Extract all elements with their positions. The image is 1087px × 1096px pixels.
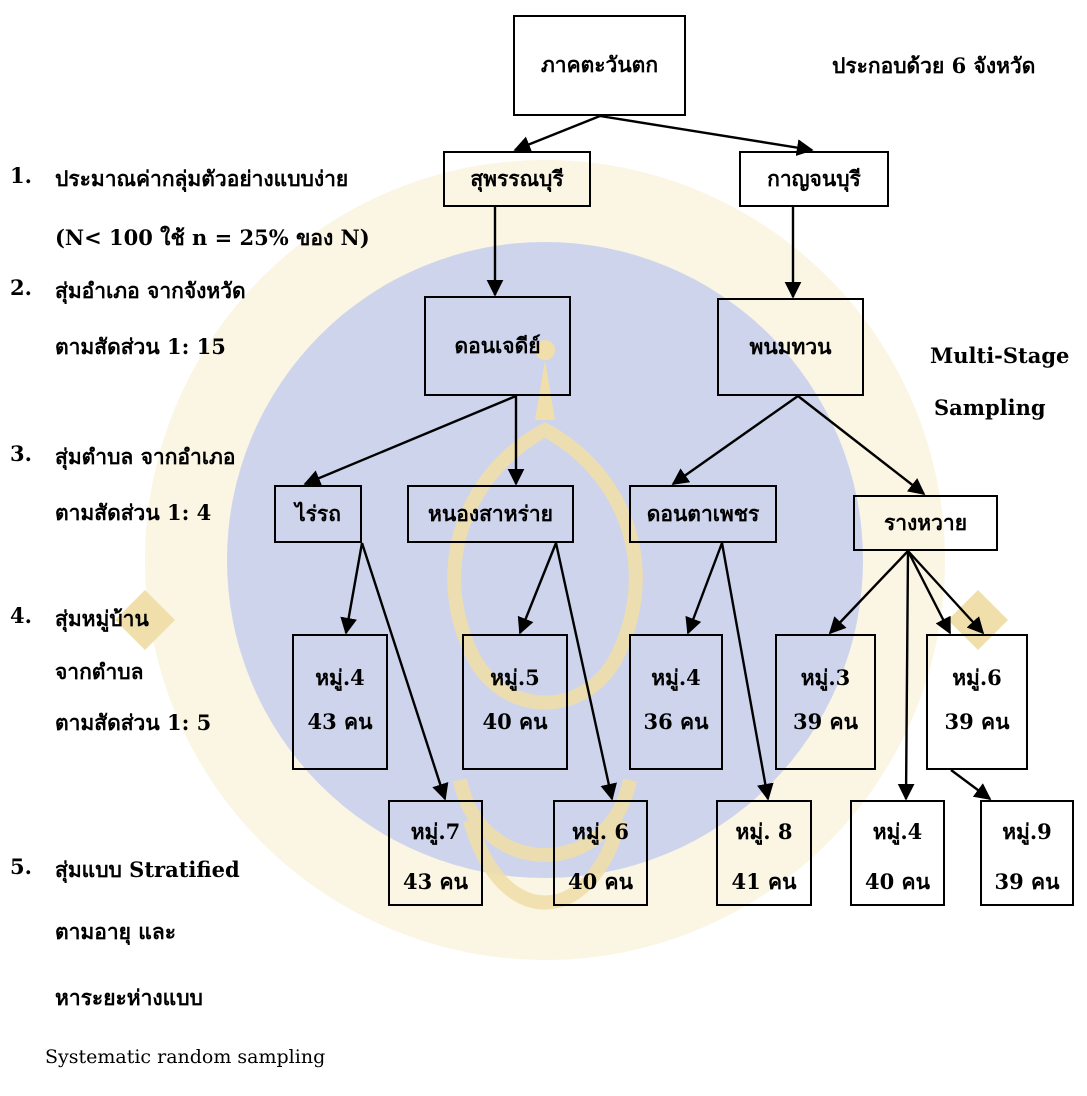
village-count: 41 คน xyxy=(731,869,797,895)
village-node-rang-wai-moo6: หมู่.6 39 คน xyxy=(926,634,1028,770)
village-name: หมู่.6 xyxy=(952,665,1002,690)
edge-don-ta-phet-to-moo8 xyxy=(720,542,774,801)
step-3-line-2: ตามสัดส่วน 1: 4 xyxy=(55,500,212,525)
village-node-rai-rot-moo7: หมู่.7 43 คน xyxy=(388,800,483,906)
province-count-note: ประกอบด้วย 6 จังหวัด xyxy=(832,53,1036,78)
village-count: 40 คน xyxy=(482,709,548,735)
province-node-suphanburi: สุพรรณบุรี xyxy=(443,151,591,207)
district-node-phanom-thuan: พนมทวน xyxy=(717,298,864,396)
village-count: 39 คน xyxy=(994,869,1060,895)
step-4-line-1: สุ่มหมู่บ้าน xyxy=(55,606,149,631)
edge-nong-sarai-to-moo5 xyxy=(517,542,558,635)
village-count: 43 คน xyxy=(307,709,373,735)
edge-rang-wai-to-moo4 xyxy=(897,550,915,801)
village-name: หมู่. 8 xyxy=(735,819,793,844)
edge-nong-sarai-to-moo6 xyxy=(554,542,617,801)
village-count: 40 คน xyxy=(568,869,633,895)
edge-don-ta-phet-to-moo4 xyxy=(685,542,724,635)
step-2-line-1: สุ่มอำเภอ จากจังหวัด xyxy=(55,278,246,303)
village-node-don-ta-phet-moo8: หมู่. 8 41 คน xyxy=(716,800,812,906)
village-node-don-ta-phet-moo4: หมู่.4 36 คน xyxy=(629,634,723,770)
step-5-line-4: Systematic random sampling xyxy=(45,1046,326,1068)
village-name: หมู่.4 xyxy=(651,665,701,690)
edge-moo6-to-moo9 xyxy=(950,769,992,801)
district-node-don-chedi: ดอนเจดีย์ xyxy=(424,296,571,396)
step-number-4: 4. xyxy=(10,603,32,628)
step-number-2: 2. xyxy=(10,275,32,300)
subdistrict-node-rai-rot: ไร่รถ xyxy=(274,485,362,543)
village-node-rang-wai-moo4: หมู่.4 40 คน xyxy=(850,800,945,906)
step-2-line-2: ตามสัดส่วน 1: 15 xyxy=(55,334,226,359)
step-4-line-2: จากตำบล xyxy=(55,659,144,684)
province-node-kanchanaburi: กาญจนบุรี xyxy=(739,151,889,207)
edge-phanom-thuan-to-rang-wai xyxy=(797,395,926,496)
village-node-rang-wai-moo9: หมู่.9 39 คน xyxy=(980,800,1074,906)
village-node-nong-sarai-moo5: หมู่.5 40 คน xyxy=(462,634,568,770)
village-name: หมู่.4 xyxy=(872,819,923,844)
village-name: หมู่.5 xyxy=(490,665,540,690)
step-5-line-1: สุ่มแบบ Stratified xyxy=(55,857,240,882)
village-name: หมู่.3 xyxy=(800,665,851,690)
edge-rai-rot-to-moo4 xyxy=(340,542,364,635)
village-name: หมู่.4 xyxy=(315,665,365,690)
village-count: 43 คน xyxy=(403,869,468,895)
edge-rang-wai-to-moo6-b xyxy=(907,550,985,635)
edge-don-chedi-to-rai-rot xyxy=(303,394,517,486)
step-1-line-1: ประมาณค่ากลุ่มตัวอย่างแบบง่าย xyxy=(55,166,349,191)
edge-rang-wai-to-moo3 xyxy=(828,550,909,635)
village-count: 36 คน xyxy=(643,709,709,735)
edge-region-to-suphanburi xyxy=(513,114,601,153)
region-node: ภาคตะวันตก xyxy=(513,15,686,116)
village-count: 39 คน xyxy=(793,709,858,735)
step-1-line-2: (N< 100 ใช้ n = 25% ของ N) xyxy=(55,225,370,250)
method-label-line1: Multi-Stage xyxy=(930,343,1070,368)
edge-rai-rot-to-moo7 xyxy=(360,542,449,801)
step-5-line-3: หาระยะห่างแบบ xyxy=(55,985,203,1010)
subdistrict-node-rang-wai: รางหวาย xyxy=(853,495,998,551)
step-4-line-3: ตามสัดส่วน 1: 5 xyxy=(55,710,212,735)
subdistrict-node-nong-sarai: หนองสาหร่าย xyxy=(407,485,574,543)
step-number-1: 1. xyxy=(10,163,32,188)
subdistrict-node-don-ta-phet: ดอนตาเพชร xyxy=(629,485,777,543)
village-count: 39 คน xyxy=(944,709,1010,735)
village-name: หมู่. 6 xyxy=(572,819,629,844)
step-3-line-1: สุ่มตำบล จากอำเภอ xyxy=(55,444,236,469)
village-node-rai-rot-moo4: หมู่.4 43 คน xyxy=(292,634,388,770)
edge-phanom-thuan-to-don-ta-phet xyxy=(671,395,799,485)
step-number-5: 5. xyxy=(10,854,32,879)
village-name: หมู่.9 xyxy=(1002,819,1052,844)
step-number-3: 3. xyxy=(10,441,32,466)
method-label-line2: Sampling xyxy=(934,395,1046,420)
village-count: 40 คน xyxy=(865,869,930,895)
edge-region-to-kanchanaburi xyxy=(599,114,814,156)
edge-rang-wai-to-moo6-a xyxy=(906,550,952,635)
village-name: หมู่.7 xyxy=(410,819,461,844)
village-node-rang-wai-moo3: หมู่.3 39 คน xyxy=(775,634,876,770)
step-5-line-2: ตามอายุ และ xyxy=(55,919,176,944)
village-node-nong-sarai-moo6: หมู่. 6 40 คน xyxy=(553,800,648,906)
